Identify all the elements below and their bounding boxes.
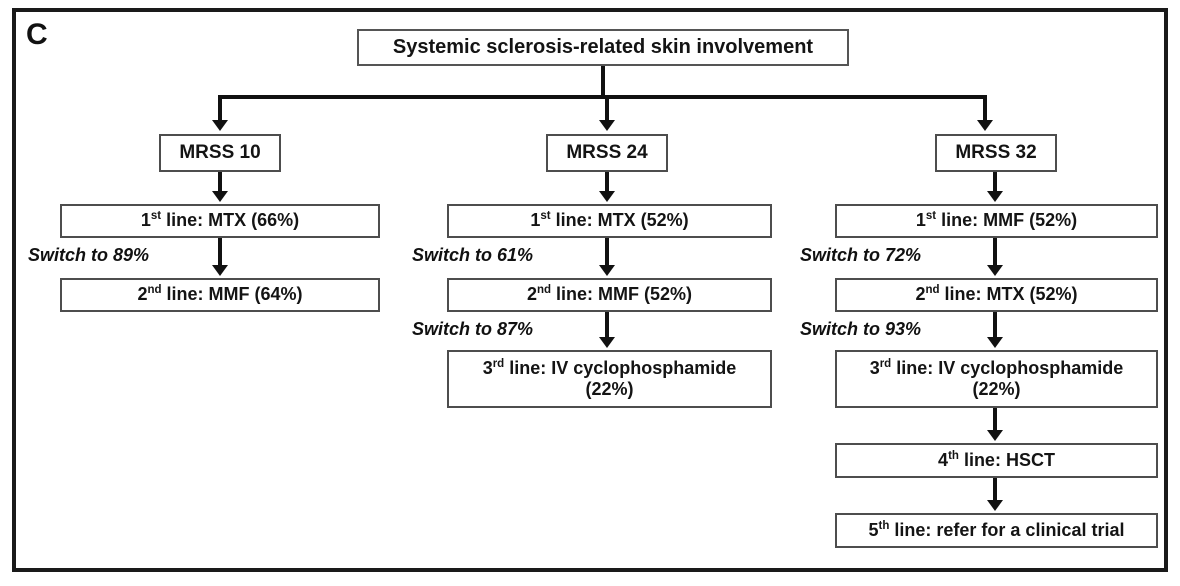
title-text: Systemic sclerosis-related skin involvem… [392, 35, 814, 58]
flow-box-mrss-24[interactable]: MRSS 24 [546, 134, 668, 172]
arrowhead-to-mrss-32 [977, 120, 993, 131]
connector-distribution-bar [218, 95, 985, 99]
connector-mrss32-line2-to-line3 [993, 312, 997, 338]
connector-mrss24-to-line1 [605, 172, 609, 194]
arrowhead-mrss24-line1-to-line2 [599, 265, 615, 276]
connector-drop-mrss-10 [218, 95, 222, 123]
switch-note-mrss24-1: Switch to 61% [412, 245, 534, 265]
connector-title-stem [601, 66, 605, 97]
mrss10-line-2-label: 2nd line: MMF (64%) [137, 284, 303, 305]
mrss10-line-1-label: 1st line: MTX (66%) [140, 210, 300, 231]
flow-box-mrss32-line-4[interactable]: 4th line: HSCT [835, 443, 1158, 478]
mrss-32-label: MRSS 32 [955, 141, 1037, 163]
connector-mrss24-line2-to-line3 [605, 312, 609, 338]
mrss32-line-4-label: 4th line: HSCT [938, 449, 1055, 470]
flow-box-mrss32-line-1[interactable]: 1st line: MMF (52%) [835, 204, 1158, 238]
flow-box-title[interactable]: Systemic sclerosis-related skin involvem… [357, 29, 849, 66]
flow-box-mrss10-line-2[interactable]: 2nd line: MMF (64%) [60, 278, 380, 312]
arrowhead-mrss24-to-line1 [599, 191, 615, 202]
mrss32-line-5-label: 5th line: refer for a clinical trial [868, 519, 1125, 540]
switch-note-mrss24-2: Switch to 87% [412, 319, 534, 339]
flow-box-mrss-10[interactable]: MRSS 10 [159, 134, 281, 172]
connector-drop-mrss-32 [983, 95, 987, 123]
mrss-24-label: MRSS 24 [566, 141, 648, 163]
switch-note-mrss32-1: Switch to 72% [800, 245, 922, 265]
connector-mrss24-line1-to-line2 [605, 238, 609, 266]
mrss32-line-1-label: 1st line: MMF (52%) [915, 210, 1078, 231]
arrowhead-mrss32-line2-to-line3 [987, 337, 1003, 348]
arrowhead-to-mrss-10 [212, 120, 228, 131]
panel-letter-label: C [26, 18, 48, 51]
connector-mrss32-to-line1 [993, 172, 997, 194]
mrss32-line-2-label: 2nd line: MTX (52%) [915, 284, 1078, 305]
arrowhead-mrss32-line1-to-line2 [987, 265, 1003, 276]
flow-box-mrss-32[interactable]: MRSS 32 [935, 134, 1057, 172]
flow-box-mrss24-line-2[interactable]: 2nd line: MMF (52%) [447, 278, 772, 312]
connector-mrss32-line4-to-line5 [993, 478, 997, 501]
arrowhead-mrss10-line1-to-line2 [212, 265, 228, 276]
connector-mrss32-line3-to-line4 [993, 408, 997, 431]
flow-box-mrss10-line-1[interactable]: 1st line: MTX (66%) [60, 204, 380, 238]
connector-drop-mrss-24 [605, 95, 609, 123]
connector-mrss10-line1-to-line2 [218, 238, 222, 266]
arrowhead-mrss32-to-line1 [987, 191, 1003, 202]
arrowhead-mrss10-to-line1 [212, 191, 228, 202]
arrowhead-mrss32-line4-to-line5 [987, 500, 1003, 511]
mrss24-line-1-label: 1st line: MTX (52%) [530, 210, 689, 231]
mrss24-line-3-label: 3rd line: IV cyclophosphamide(22%) [482, 357, 737, 399]
connector-mrss32-line1-to-line2 [993, 238, 997, 266]
arrowhead-mrss32-line3-to-line4 [987, 430, 1003, 441]
flow-box-mrss24-line-3[interactable]: 3rd line: IV cyclophosphamide(22%) [447, 350, 772, 408]
mrss-10-label: MRSS 10 [179, 141, 261, 163]
mrss24-line-2-label: 2nd line: MMF (52%) [526, 284, 693, 305]
flow-box-mrss32-line-5[interactable]: 5th line: refer for a clinical trial [835, 513, 1158, 548]
flow-box-mrss32-line-2[interactable]: 2nd line: MTX (52%) [835, 278, 1158, 312]
switch-note-mrss32-2: Switch to 93% [800, 319, 922, 339]
switch-note-mrss10-1: Switch to 89% [28, 245, 150, 265]
mrss32-line-3-label: 3rd line: IV cyclophosphamide(22%) [869, 357, 1124, 399]
connector-mrss10-to-line1 [218, 172, 222, 194]
arrowhead-mrss24-line2-to-line3 [599, 337, 615, 348]
flow-box-mrss32-line-3[interactable]: 3rd line: IV cyclophosphamide(22%) [835, 350, 1158, 408]
arrowhead-to-mrss-24 [599, 120, 615, 131]
flow-box-mrss24-line-1[interactable]: 1st line: MTX (52%) [447, 204, 772, 238]
